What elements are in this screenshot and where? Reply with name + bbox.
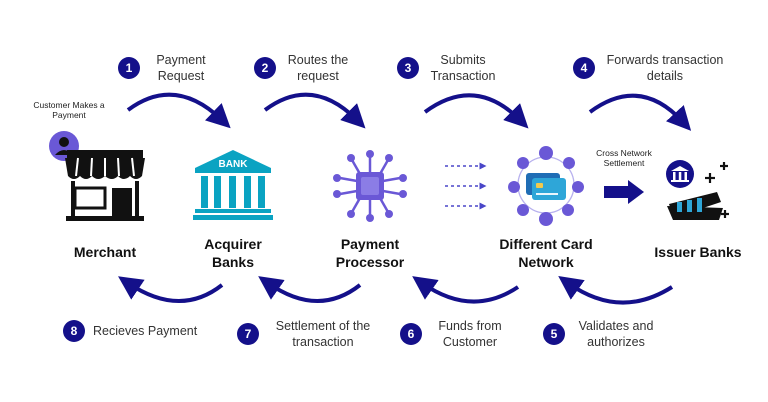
step-badge: 2 — [254, 57, 276, 79]
merchant-label: Merchant — [73, 244, 137, 260]
step-4: 4 Forwards transaction details — [573, 52, 727, 84]
arc-step-1 — [126, 92, 231, 129]
issuer-bank-icon — [666, 160, 729, 220]
arc-step-7 — [258, 276, 362, 303]
step-text: Recieves Payment — [93, 324, 198, 338]
chip-icon — [333, 150, 407, 222]
issuer-label: Issuer Banks — [654, 244, 742, 260]
arc-step-3 — [423, 93, 529, 129]
step-text: Validates and authorizes — [578, 319, 654, 349]
step-8: 8 Recieves Payment — [63, 320, 203, 342]
step-badge: 3 — [397, 57, 419, 79]
step-3: 3 Submits Transaction — [397, 52, 499, 84]
arc-step-8 — [118, 276, 224, 303]
card-network-icon — [508, 146, 584, 226]
cross-network-note: Cross Network Settlement — [596, 148, 652, 168]
cross-network-arrow — [604, 180, 644, 204]
customer-note: Customer Makes a Payment — [33, 100, 105, 120]
acquirer-label: Acquirer Banks — [204, 236, 262, 270]
step-5: 5 Validates and authorizes — [543, 318, 659, 350]
bank-sign: BANK — [219, 159, 249, 170]
step-1: 1 Payment Request — [118, 52, 214, 84]
arc-step-5 — [558, 276, 674, 305]
step-badge: 1 — [118, 57, 140, 79]
step-badge: 5 — [543, 323, 565, 345]
arc-step-4 — [588, 93, 692, 131]
step-2: 2 Routes the request — [254, 52, 352, 84]
step-text: Routes the request — [287, 53, 349, 83]
step-text: Forwards transaction details — [606, 53, 724, 83]
network-label: Different Card Network — [499, 236, 593, 270]
step-text: Settlement of the transaction — [275, 319, 371, 349]
step-6: 6 Funds from Customer — [400, 318, 510, 350]
bank-icon: BANK — [193, 150, 273, 220]
arc-step-2 — [263, 92, 366, 129]
step-badge: 4 — [573, 57, 595, 79]
step-text: Payment Request — [156, 53, 206, 83]
step-badge: 8 — [63, 320, 85, 342]
step-7: 7 Settlement of the transaction — [237, 318, 379, 350]
step-badge: 6 — [400, 323, 422, 345]
storefront-icon — [65, 150, 145, 221]
step-badge: 7 — [237, 323, 259, 345]
step-text: Funds from Customer — [438, 319, 502, 349]
step-text: Submits Transaction — [430, 53, 496, 83]
arc-step-6 — [412, 276, 520, 304]
processor-label: Payment Processor — [335, 236, 405, 270]
